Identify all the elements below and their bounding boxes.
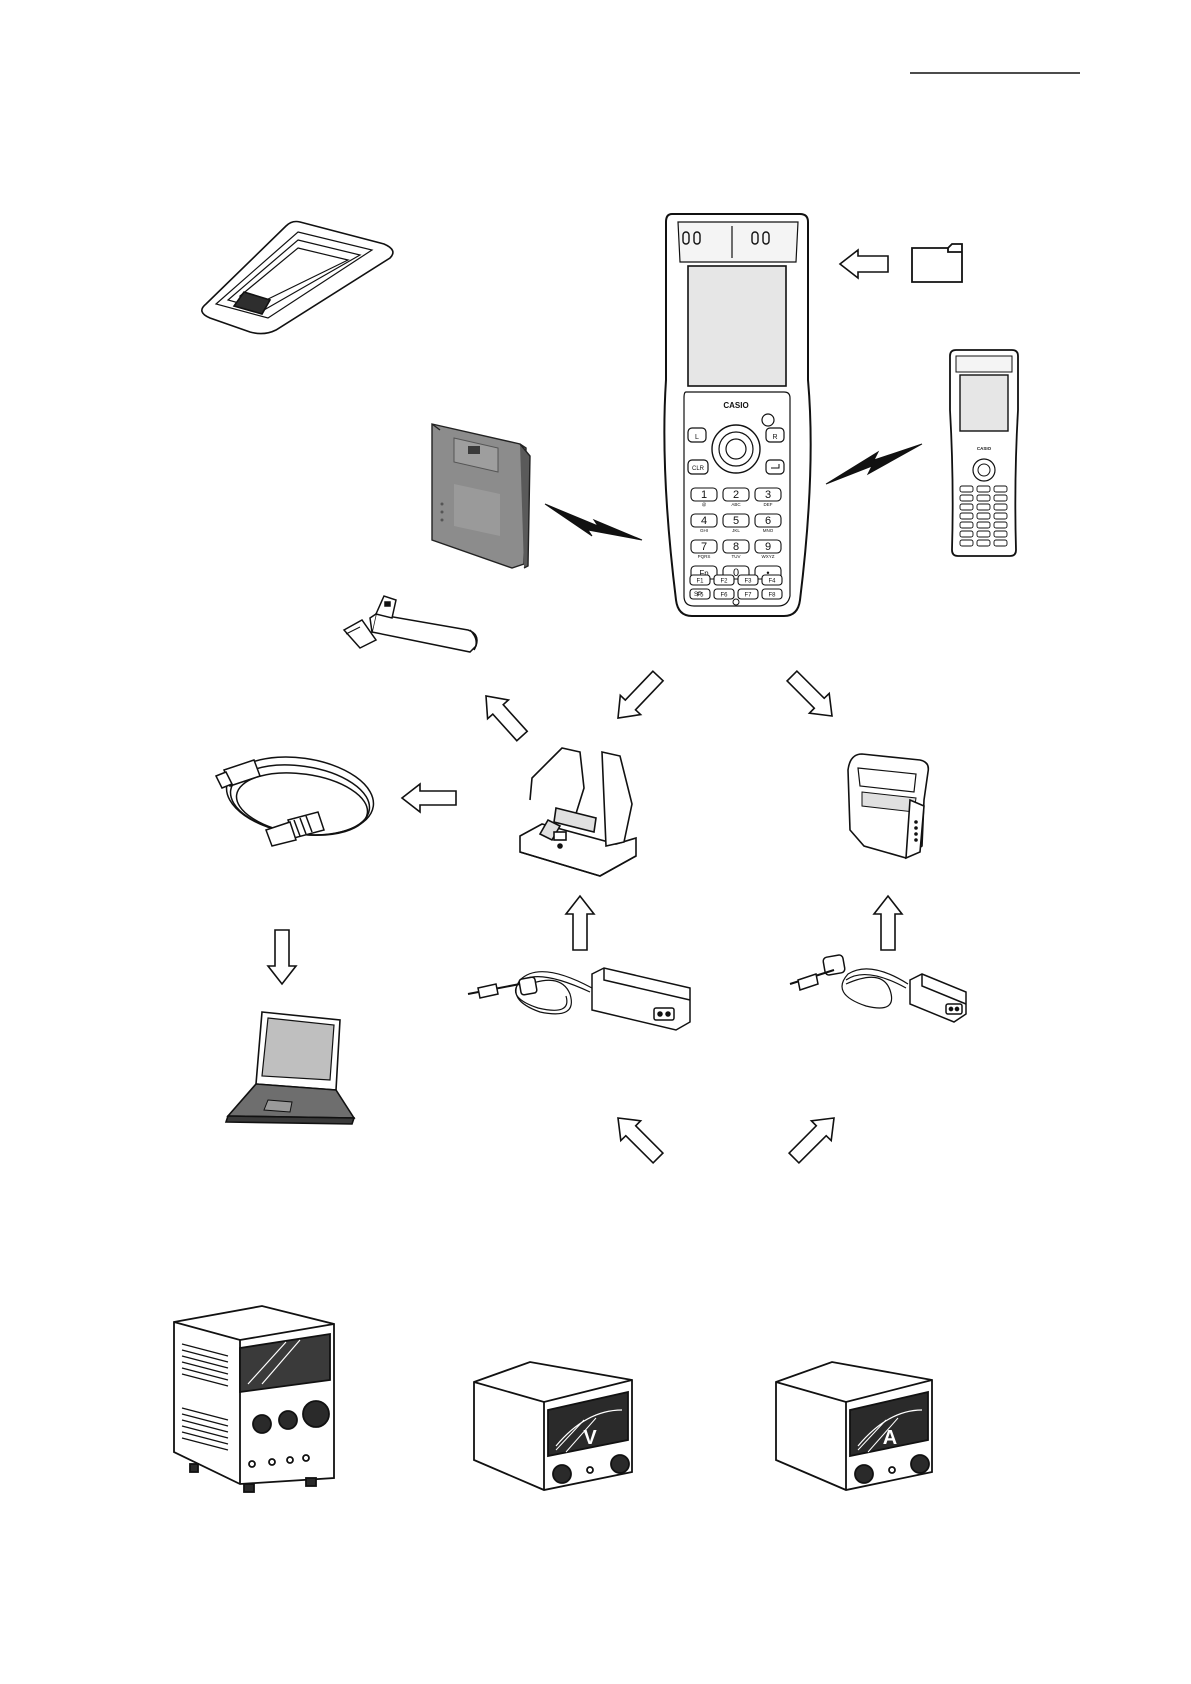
- small-handheld-terminal-icon: CASIO: [950, 350, 1018, 556]
- function-key: F2: [714, 575, 734, 585]
- arrow-cradle-to-usb: [486, 696, 527, 741]
- key-digit: 4: [701, 515, 707, 527]
- key-digit: 8: [733, 541, 739, 553]
- small-keypad-key: [960, 504, 973, 510]
- small-keypad-key: [994, 522, 1007, 528]
- key-letters: PQRS: [698, 554, 711, 559]
- key-digit: 6: [765, 515, 771, 527]
- key-digit: 5: [733, 515, 739, 527]
- function-key-label: F3: [744, 579, 752, 585]
- small-keypad-key: [960, 522, 973, 528]
- key-letters: TUV: [732, 554, 741, 559]
- key-sp-label: SP: [694, 592, 702, 598]
- function-key-label: F4: [768, 579, 776, 585]
- small-keypad-key: [960, 540, 973, 546]
- function-key-label: F7: [744, 593, 752, 599]
- key-letters: MNO: [763, 528, 774, 533]
- key-clr: CLR: [692, 466, 705, 472]
- ac-adapter-icon: [468, 968, 690, 1030]
- small-keypad-key: [994, 531, 1007, 537]
- usb-cable-icon: [216, 748, 379, 846]
- function-key: F8: [762, 589, 782, 599]
- cradle-icon: [520, 748, 636, 876]
- small-keypad-key: [994, 504, 1007, 510]
- small-keypad-key: [960, 531, 973, 537]
- laptop-icon: [226, 1012, 354, 1124]
- small-keypad-key: [977, 504, 990, 510]
- wireless-link-icon: [826, 444, 922, 484]
- key-digit: 3: [765, 489, 771, 501]
- small-keypad-key: [977, 522, 990, 528]
- key-digit: 2: [733, 489, 739, 501]
- key-digit: 1: [701, 489, 707, 501]
- ac-adapter-icon: [790, 954, 966, 1022]
- battery-charger-icon: [848, 754, 928, 858]
- arrow-handheld-to-charger: [787, 671, 832, 716]
- ammeter-icon: A: [776, 1362, 932, 1490]
- key-letters: GHI: [700, 528, 708, 533]
- function-key-label: F2: [720, 579, 728, 585]
- small-keypad-key: [994, 513, 1007, 519]
- arrow-handheld-to-cradle: [618, 671, 663, 718]
- small-keypad-key: [994, 495, 1007, 501]
- microsd-card-icon: [912, 244, 962, 282]
- function-key: F3: [738, 575, 758, 585]
- small-keypad-key: [960, 486, 973, 492]
- function-key-label: F8: [768, 593, 776, 599]
- small-keypad-key: [977, 513, 990, 519]
- arrow-to-adapter-right: [789, 1118, 834, 1163]
- access-point-icon: [432, 424, 530, 568]
- small-keypad-key: [977, 531, 990, 537]
- voltmeter-symbol: V: [583, 1427, 597, 1449]
- small-keypad-key: [960, 495, 973, 501]
- key-letters: ABC: [731, 502, 741, 507]
- dpad-center: [726, 439, 746, 459]
- arrow-to-adapter-left: [618, 1118, 663, 1163]
- arrow-adapter-to-charger: [874, 896, 902, 950]
- key-letters: JKL: [732, 528, 740, 533]
- small-keypad-key: [977, 486, 990, 492]
- ammeter-symbol: A: [883, 1427, 897, 1449]
- arrow-adapter-to-cradle: [566, 896, 594, 950]
- small-keypad-key: [960, 513, 973, 519]
- small-keypad-key: [977, 540, 990, 546]
- handheld-screen: [688, 266, 786, 386]
- key-digit: 9: [765, 541, 771, 553]
- function-key: F6: [714, 589, 734, 599]
- key-letters: @: [702, 502, 707, 507]
- function-key: F4: [762, 575, 782, 585]
- wireless-link-icon: [545, 504, 642, 540]
- key-digit: 7: [701, 541, 707, 553]
- key-l: L: [695, 434, 699, 441]
- small-keypad-key: [977, 495, 990, 501]
- arrow-sd-to-handheld: [840, 250, 888, 278]
- voltmeter-icon: V: [474, 1362, 632, 1490]
- usb-card-reader-icon: [344, 596, 477, 652]
- power-supply-icon: [174, 1306, 334, 1492]
- function-key: F1: [690, 575, 710, 585]
- small-keypad-key: [994, 486, 1007, 492]
- arrow-cradle-to-cable: [402, 784, 456, 812]
- function-key: F7: [738, 589, 758, 599]
- key-letters: WXYZ: [762, 554, 775, 559]
- function-key-label: F6: [720, 593, 728, 599]
- handheld-brand: CASIO: [723, 401, 748, 410]
- key-letters: DEF: [764, 502, 773, 507]
- key-r: R: [772, 434, 777, 441]
- small-keypad-key: [994, 540, 1007, 546]
- arrow-cable-to-laptop: [268, 930, 296, 984]
- small-handheld-brand: CASIO: [977, 446, 992, 451]
- function-key-label: F1: [696, 579, 704, 585]
- rfid-card-icon: [202, 222, 393, 334]
